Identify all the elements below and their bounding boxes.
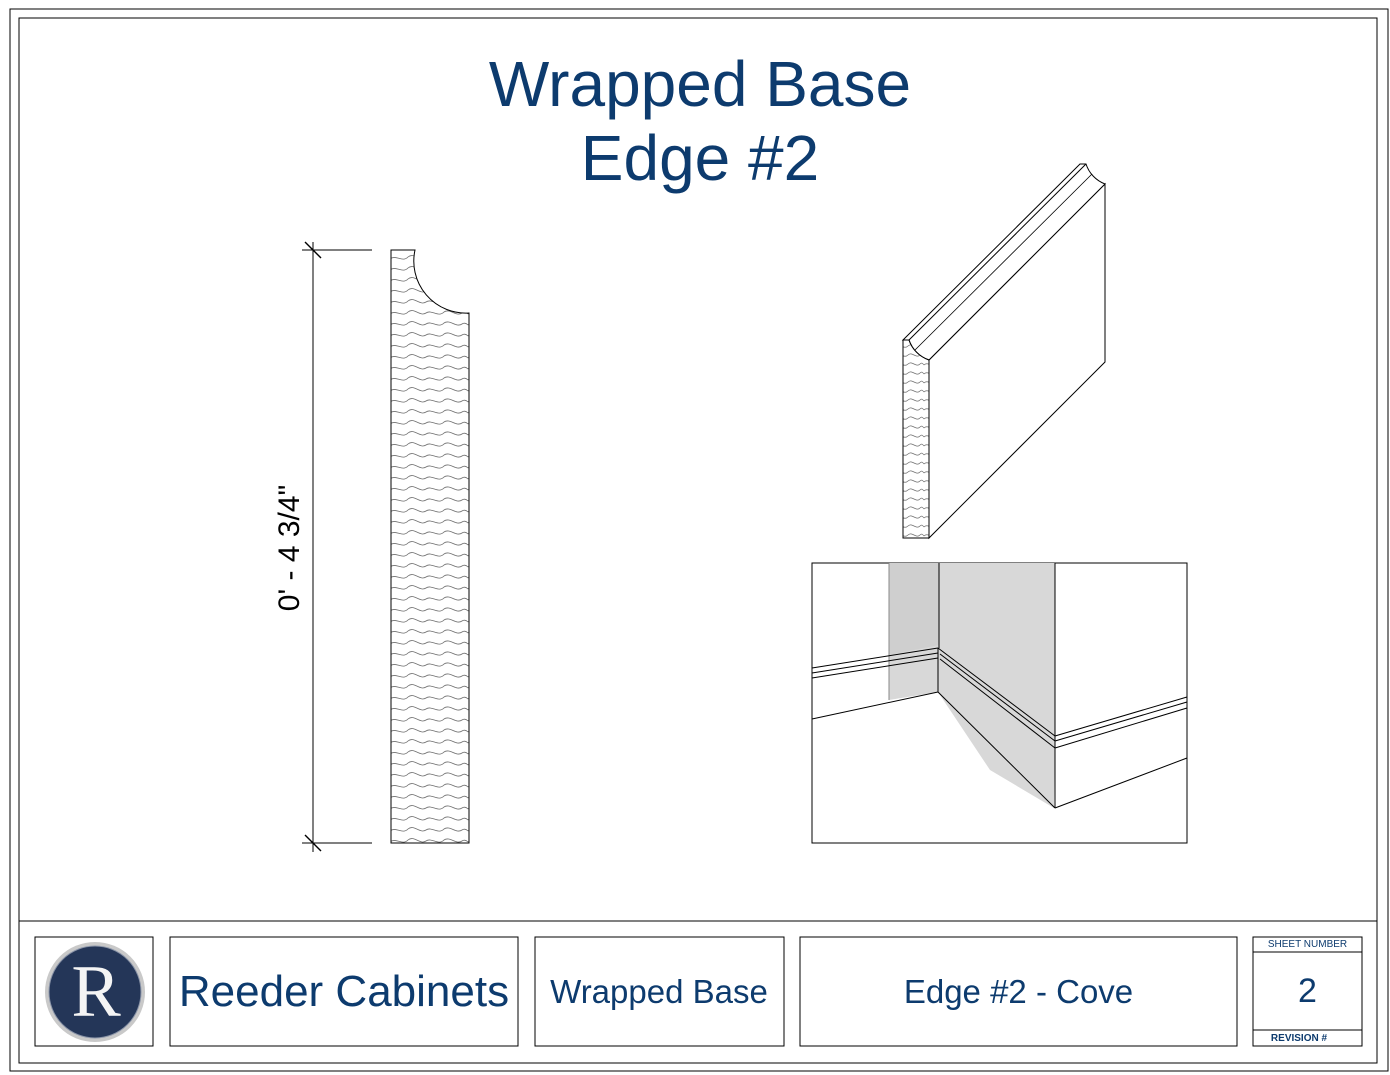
height-dimension-label: 0' - 4 3/4" (273, 484, 306, 612)
sheet-number: 2 (1298, 971, 1317, 1010)
logo-letter: R (71, 950, 121, 1033)
page-title-line-1: Wrapped Base (488, 48, 912, 120)
height-dimension (302, 241, 372, 852)
isometric-board (901, 163, 1106, 540)
logo-box (34, 936, 154, 1047)
drawing-name-box (799, 936, 1238, 1047)
project-name: Wrapped Base (550, 973, 768, 1010)
inner-border (18, 17, 1378, 1064)
sheet-number-box (1252, 936, 1363, 1047)
company-name: Reeder Cabinets (178, 967, 510, 1016)
outer-border (9, 8, 1389, 1072)
company-box (169, 936, 519, 1047)
corner-rendering (811, 562, 1188, 844)
project-box (534, 936, 785, 1047)
logo-badge (45, 942, 145, 1042)
section-profile (390, 249, 470, 844)
revision-label: REVISION # (1270, 1033, 1328, 1044)
drawing-name: Edge #2 - Cove (903, 973, 1134, 1010)
sheet-number-label: SHEET NUMBER (1267, 939, 1348, 950)
page-title-line-2: Edge #2 (580, 122, 820, 194)
